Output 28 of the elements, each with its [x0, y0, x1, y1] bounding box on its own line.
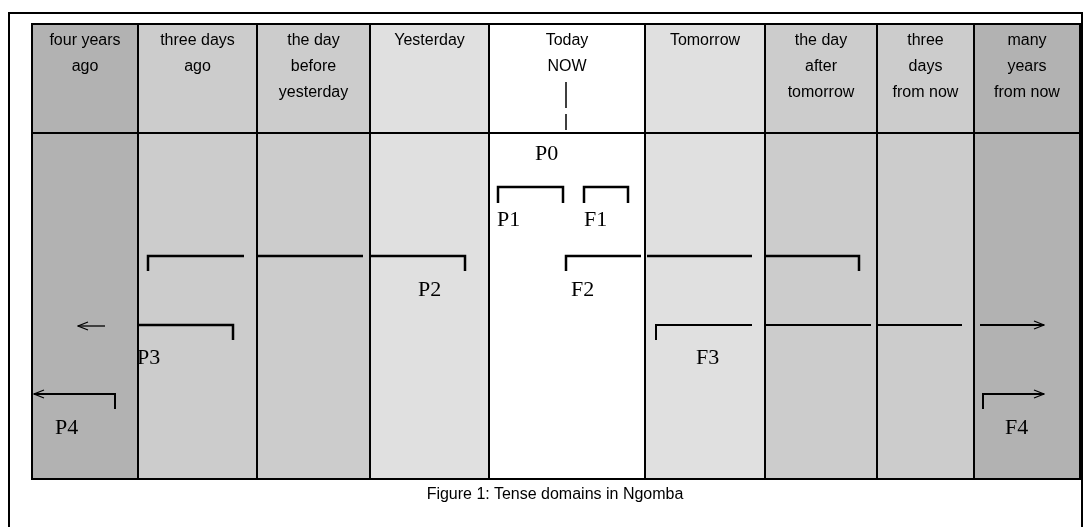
time-column	[876, 23, 975, 480]
tense-label: P2	[418, 276, 442, 302]
column-heading: Today NOW	[544, 30, 590, 76]
column-heading: Yesterday	[393, 30, 466, 50]
column-heading: the day before yesterday	[277, 30, 350, 102]
column-heading: four years ago	[48, 30, 122, 76]
tense-label: P3	[137, 344, 161, 370]
tense-label: F1	[584, 206, 608, 232]
time-column	[488, 23, 646, 480]
time-column	[369, 23, 490, 480]
column-heading: Tomorrow	[668, 30, 742, 50]
time-column	[256, 23, 371, 480]
column-heading: three days ago	[159, 30, 236, 76]
tense-label: P4	[55, 414, 79, 440]
column-heading: many years from now	[993, 30, 1061, 102]
time-column	[644, 23, 766, 480]
tense-label: F4	[1005, 414, 1029, 440]
column-heading: three days from now	[891, 30, 960, 102]
column-heading: the day after tomorrow	[786, 30, 856, 102]
time-column	[973, 23, 1081, 480]
tense-label: P1	[497, 206, 521, 232]
figure-caption: Figure 1: Tense domains in Ngomba	[425, 484, 685, 504]
tense-label: P0	[535, 140, 559, 166]
tense-label: F2	[571, 276, 595, 302]
tense-label: F3	[696, 344, 720, 370]
time-column	[31, 23, 139, 480]
time-column	[764, 23, 878, 480]
time-column	[137, 23, 258, 480]
